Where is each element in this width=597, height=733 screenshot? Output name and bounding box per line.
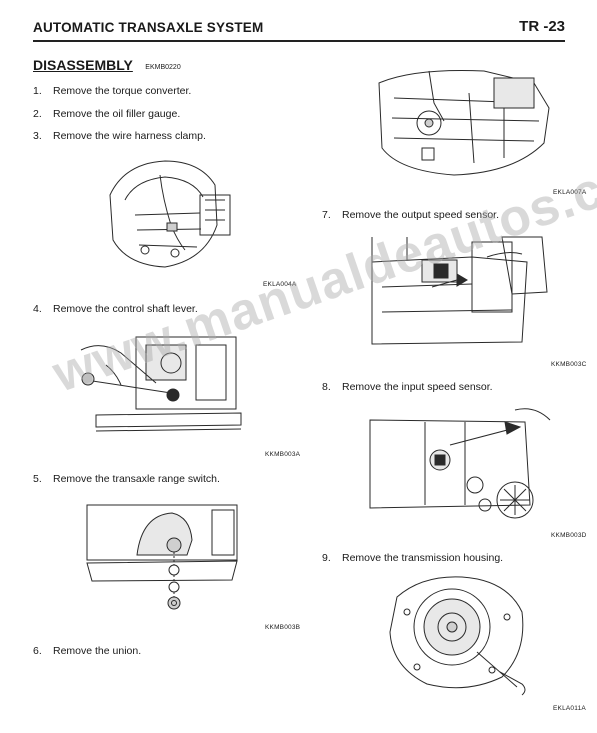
figure-code: KKMB003C <box>551 361 587 368</box>
figure-code: EKLA011A <box>553 705 586 712</box>
step-text: Remove the union. <box>53 645 142 657</box>
step-number: 1. <box>33 85 42 97</box>
step-2: 2. Remove the oil filler gauge. <box>33 108 180 120</box>
control-shaft-lever-illustration <box>80 336 242 432</box>
header-title: AUTOMATIC TRANSAXLE SYSTEM <box>33 20 264 35</box>
wire-harness-clamp-illustration <box>109 160 231 268</box>
figure-code: KKMB003B <box>265 624 301 631</box>
step-number: 4. <box>33 303 42 315</box>
header-rule <box>33 40 565 42</box>
input-speed-sensor-illustration <box>369 408 551 519</box>
step-6: 6. Remove the union. <box>33 645 141 657</box>
section-code: EKMB0220 <box>145 64 181 71</box>
step-text: Remove the torque converter. <box>53 85 192 97</box>
transaxle-assembly-illustration <box>378 70 550 176</box>
figure-code: KKMB003D <box>551 532 587 539</box>
figure-code: EKLA007A <box>553 189 587 196</box>
transmission-housing-illustration <box>389 576 526 696</box>
step-9: 9. Remove the transmission housing. <box>322 552 503 564</box>
page-header: AUTOMATIC TRANSAXLE SYSTEM TR -23 <box>33 14 565 42</box>
step-text: Remove the input speed sensor. <box>342 381 493 393</box>
page-number: TR -23 <box>519 18 565 35</box>
step-number: 2. <box>33 108 42 120</box>
step-number: 8. <box>322 381 331 393</box>
step-text: Remove the transaxle range switch. <box>53 473 220 485</box>
step-4: 4. Remove the control shaft lever. <box>33 303 198 315</box>
figure-code: KKMB003A <box>265 451 301 458</box>
step-5: 5. Remove the transaxle range switch. <box>33 473 220 485</box>
range-switch-illustration <box>86 504 238 610</box>
step-text: Remove the wire harness clamp. <box>53 130 206 142</box>
section-heading: DISASSEMBLY EKMB0220 <box>33 57 181 75</box>
step-number: 6. <box>33 645 42 657</box>
section-title: DISASSEMBLY <box>33 57 133 73</box>
step-3: 3. Remove the wire harness clamp. <box>33 130 206 142</box>
step-text: Remove the transmission housing. <box>342 552 504 564</box>
figure-code: EKLA004A <box>263 281 297 288</box>
step-text: Remove the output speed sensor. <box>342 209 500 221</box>
step-1: 1. Remove the torque converter. <box>33 85 191 97</box>
step-number: 7. <box>322 209 331 221</box>
step-number: 5. <box>33 473 42 485</box>
step-number: 9. <box>322 552 331 564</box>
step-text: Remove the oil filler gauge. <box>53 108 181 120</box>
step-8: 8. Remove the input speed sensor. <box>322 381 493 393</box>
step-text: Remove the control shaft lever. <box>53 303 198 315</box>
output-speed-sensor-illustration <box>371 236 548 345</box>
step-number: 3. <box>33 130 42 142</box>
step-7: 7. Remove the output speed sensor. <box>322 209 499 221</box>
